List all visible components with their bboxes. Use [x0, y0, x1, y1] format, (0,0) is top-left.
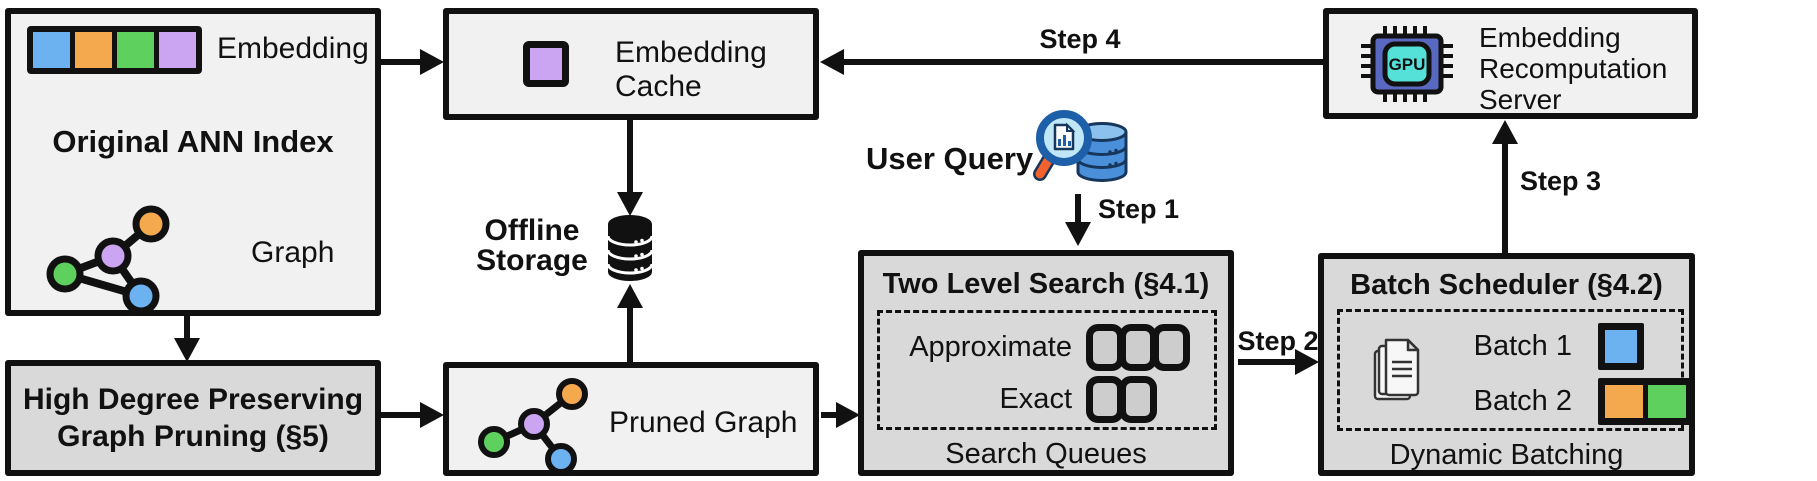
- two-level-search-title: Two Level Search (§4.1): [882, 268, 1210, 300]
- cached-embedding-icon: [523, 41, 569, 87]
- step4-label: Step 4: [1039, 24, 1121, 54]
- embedding-cache-box: Embedding Cache: [443, 8, 819, 120]
- user-query-label: User Query: [866, 141, 1034, 176]
- approximate-queues: [1086, 323, 1190, 371]
- dynamic-batching-region: Batch 1 Batch 2: [1337, 309, 1693, 431]
- offline-storage-label: Offline Storage: [476, 214, 588, 277]
- original-ann-index-box: Embedding Original ANN Index Graph: [5, 8, 381, 316]
- search-queues-region: Approximate Exact: [877, 310, 1217, 430]
- recomputation-server-title: Embedding Recomputation Server: [1479, 22, 1668, 115]
- document-chart-glyph: [1053, 122, 1076, 151]
- batch2-squares: [1598, 378, 1693, 425]
- documents-icon: [1373, 338, 1420, 401]
- original-graph-icon: [46, 205, 170, 315]
- dynamic-batching-footer: Dynamic Batching: [1389, 439, 1624, 471]
- embedding-cell-orange: [75, 32, 112, 68]
- batch2-label: Batch 2: [1473, 385, 1572, 417]
- batch1-square-blue: [1598, 323, 1644, 370]
- high-degree-pruning-title: High Degree Preserving Graph Pruning (§5…: [22, 383, 364, 453]
- pruned-graph-icon: [478, 378, 588, 475]
- embedding-vector-icon: [27, 26, 202, 74]
- exact-queue-row: Exact: [880, 371, 1214, 427]
- high-degree-pruning-box: High Degree Preserving Graph Pruning (§5…: [5, 360, 381, 476]
- gpu-text: GPU: [1389, 55, 1426, 74]
- batch1-row: Batch 1: [1454, 320, 1693, 373]
- batch2-cell-green: [1648, 385, 1686, 418]
- ann-index-title: Original ANN Index: [52, 124, 334, 159]
- magnifier-icon: [1033, 110, 1092, 181]
- queue-slot: [1086, 323, 1124, 371]
- gpu-chip-icon: GPU: [1361, 26, 1453, 102]
- user-query-icon: [1033, 110, 1128, 182]
- exact-label: Exact: [999, 382, 1072, 415]
- two-level-search-box: Two Level Search (§4.1) Approximate Exac…: [858, 250, 1234, 476]
- exact-queues: [1086, 375, 1157, 423]
- step2-label: Step 2: [1237, 326, 1319, 356]
- step1-label: Step 1: [1098, 194, 1180, 224]
- pruned-graph-box: Pruned Graph: [443, 362, 819, 476]
- embedding-label: Embedding: [217, 32, 369, 65]
- queue-slot: [1152, 323, 1190, 371]
- pruned-graph-label: Pruned Graph: [609, 406, 798, 439]
- batch-rows: Batch 1 Batch 2: [1454, 320, 1693, 430]
- embedding-cache-title: Embedding Cache: [615, 36, 767, 103]
- embedding-cell-purple: [159, 32, 196, 68]
- batch2-cell-orange: [1605, 385, 1643, 418]
- embedding-cell-blue: [33, 32, 70, 68]
- graph-label: Graph: [251, 236, 335, 269]
- search-queues-footer: Search Queues: [945, 438, 1147, 470]
- step3-label: Step 3: [1520, 166, 1602, 196]
- offline-storage-database-icon: [606, 215, 654, 281]
- queue-slot: [1119, 375, 1157, 423]
- recomputation-server-box: GPU Embedding Recomputation Server: [1323, 8, 1698, 119]
- approximate-label: Approximate: [909, 330, 1072, 363]
- embedding-cell-green: [117, 32, 154, 68]
- batch-scheduler-title: Batch Scheduler (§4.2): [1350, 269, 1663, 301]
- batch2-row: Batch 2: [1454, 375, 1693, 428]
- batch-scheduler-box: Batch Scheduler (§4.2) Batch 1: [1318, 253, 1695, 476]
- approximate-queue-row: Approximate: [880, 319, 1214, 375]
- batch1-label: Batch 1: [1473, 330, 1572, 362]
